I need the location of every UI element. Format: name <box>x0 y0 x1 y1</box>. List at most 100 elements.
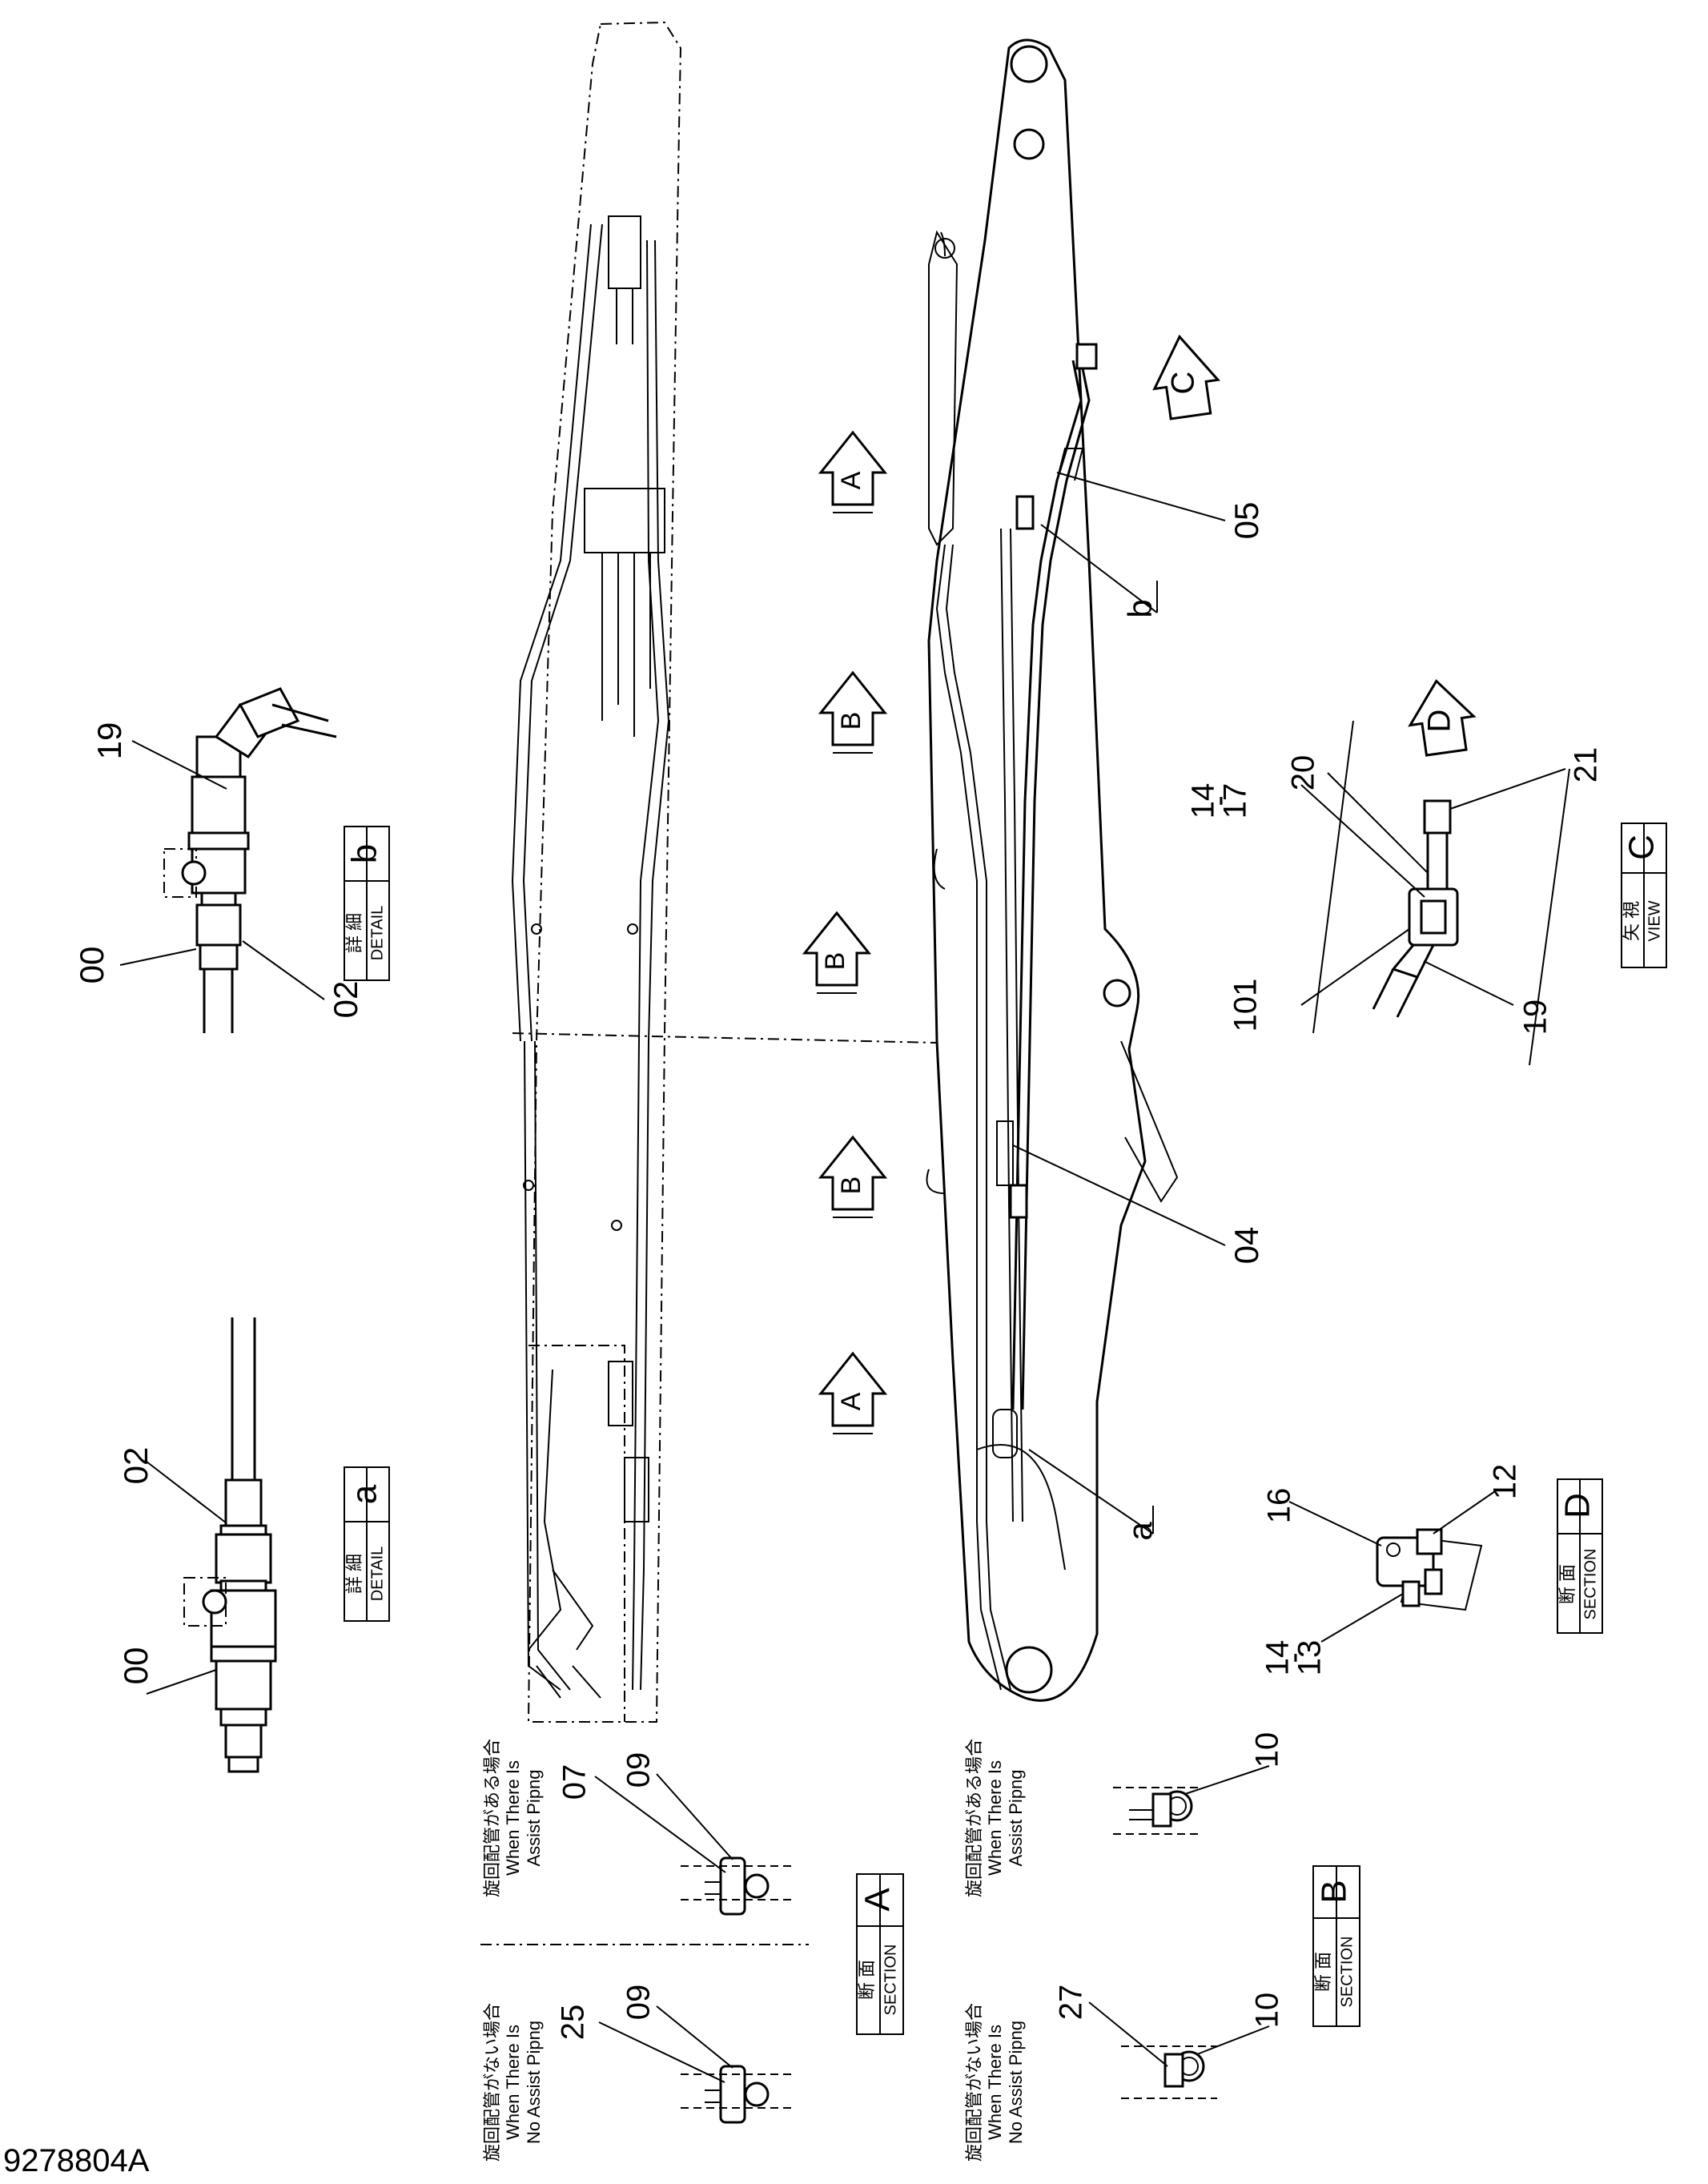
section-d-leaders <box>1288 1489 1498 1643</box>
section-b-en: SECTION <box>1338 1937 1356 2008</box>
view-c-label: 矢 視 VIEW C <box>1621 823 1667 968</box>
callout-sa-09-without: 09 <box>621 1985 657 2021</box>
arrow-a-top-letter: A <box>836 471 866 489</box>
callout-main-04: 04 <box>1228 1227 1265 1265</box>
callout-d-dash: - <box>1276 1652 1312 1663</box>
detail-b-letter: b <box>345 844 384 863</box>
callout-sb-10-with: 10 <box>1250 1732 1285 1768</box>
section-arrow-a-bottom: A <box>818 1351 888 1434</box>
section-b-letter: B <box>1315 1880 1354 1903</box>
sa-with-en2: Assist Pipng <box>524 1769 544 1866</box>
callout-detail-b-19: 19 <box>90 722 128 760</box>
callout-c-14: 14 <box>1186 783 1221 819</box>
section-d-illustration <box>1376 1528 1483 1611</box>
detail-b-jp: 詳 細 <box>344 913 364 953</box>
callout-d-14: 14 <box>1260 1640 1296 1676</box>
callout-detail-b-00: 00 <box>73 947 111 984</box>
arrow-b-1-letter: B <box>836 712 866 730</box>
section-a-jp: 断 面 <box>857 1960 877 2000</box>
view-c-letter: C <box>1622 835 1662 860</box>
drawing-number: 9278804A <box>3 2143 150 2178</box>
callout-main-05: 05 <box>1228 502 1265 540</box>
section-b-with-illustration <box>1113 1787 1201 1835</box>
section-a-notes: 旋回配管がある場合 When There Is Assist Pipng 旋回配… <box>482 1739 544 2162</box>
arrow-d-letter: D <box>1422 710 1457 733</box>
sb-without-jp: 旋回配管がない場合 <box>964 2003 984 2162</box>
detail-a-letter: a <box>345 1484 384 1504</box>
section-a-without-illustration <box>681 2065 793 2124</box>
callout-d-13: 13 <box>1292 1640 1328 1676</box>
section-b-leaders <box>1088 1765 1270 2067</box>
detail-a-illustration <box>183 1317 277 1773</box>
sb-with-en2: Assist Pipng <box>1006 1769 1026 1866</box>
section-b-jp: 断 面 <box>1313 1952 1333 1992</box>
callout-detail-b-02: 02 <box>327 981 364 1019</box>
detail-b-en: DETAIL <box>368 906 386 961</box>
callout-detail-a-02: 02 <box>117 1447 155 1485</box>
view-c-leaders <box>1300 768 1566 1006</box>
arrow-c-letter: C <box>1166 372 1201 395</box>
section-d-en: SECTION <box>1581 1549 1599 1620</box>
callout-c-20: 20 <box>1286 755 1321 791</box>
section-arrow-b-3: B <box>818 1135 888 1218</box>
detail-b-label: 詳 細 DETAIL b <box>344 826 390 981</box>
callout-detail-a-00: 00 <box>117 1647 155 1685</box>
section-b-notes: 旋回配管がある場合 When There Is Assist Pipng 旋回配… <box>964 1739 1026 2162</box>
section-b-label: 断 面 SECTION B <box>1312 1865 1360 2027</box>
callout-sa-09-with: 09 <box>621 1752 657 1788</box>
section-d-jp: 断 面 <box>1557 1564 1577 1604</box>
callout-c-17: 17 <box>1218 783 1253 819</box>
section-arrow-a-top: A <box>818 430 888 513</box>
section-a-letter: A <box>858 1888 898 1912</box>
sb-with-en1: When There Is <box>985 1760 1005 1876</box>
arrow-a-bottom-letter: A <box>836 1392 866 1410</box>
section-a-en: SECTION <box>882 1945 899 2016</box>
view-arrow-c: C <box>1152 334 1220 420</box>
callout-d-16: 16 <box>1262 1488 1297 1524</box>
main-leaders <box>1012 472 1226 1534</box>
detail-b-illustration <box>163 687 337 1033</box>
view-c-jp: 矢 視 <box>1622 901 1642 941</box>
boom-pipes <box>1009 343 1098 1410</box>
arm-assembly-outline <box>511 21 682 1723</box>
callout-c-dash: - <box>1202 795 1237 806</box>
section-a-leaders <box>594 1773 733 2083</box>
section-d-label: 断 面 SECTION D <box>1557 1478 1603 1634</box>
callout-sa-25: 25 <box>556 2005 591 2041</box>
callout-sa-07: 07 <box>557 1764 593 1800</box>
detail-a-leaders <box>146 1461 227 1695</box>
alignment-line <box>512 1032 938 1044</box>
sb-without-en2: No Assist Pipng <box>1006 2021 1026 2144</box>
section-arrow-b-2: B <box>802 911 872 994</box>
detail-a-jp: 詳 細 <box>344 1554 364 1594</box>
sa-without-en1: When There Is <box>503 2025 523 2140</box>
callout-c-19: 19 <box>1518 999 1553 1036</box>
view-c-en: VIEW <box>1646 900 1663 941</box>
sa-without-jp: 旋回配管がない場合 <box>482 2003 502 2162</box>
section-arrow-d: D <box>1408 679 1477 757</box>
boom-assembly-outline <box>926 38 1179 1702</box>
arrow-b-2-letter: B <box>820 952 850 971</box>
view-c-illustration <box>1312 720 1570 1066</box>
sa-without-en2: No Assist Pipng <box>524 2021 544 2144</box>
detail-a-en: DETAIL <box>368 1546 386 1602</box>
callout-c-21: 21 <box>1569 747 1604 783</box>
section-a-label: 断 面 SECTION A <box>856 1873 904 2035</box>
arrow-b-3-letter: B <box>836 1176 866 1195</box>
detail-b-leaders <box>119 740 325 1000</box>
section-a-with-illustration <box>681 1856 793 1916</box>
callout-sb-27: 27 <box>1054 1985 1089 2021</box>
callout-c-101: 101 <box>1228 979 1264 1032</box>
sb-with-jp: 旋回配管がある場合 <box>964 1739 984 1897</box>
callout-sb-10-without: 10 <box>1250 1993 1285 2029</box>
callout-main-b: b <box>1121 599 1159 617</box>
sa-with-jp: 旋回配管がある場合 <box>482 1739 502 1897</box>
sb-without-en1: When There Is <box>985 2025 1005 2140</box>
callout-main-a: a <box>1121 1522 1159 1541</box>
callout-d-12: 12 <box>1488 1464 1523 1500</box>
section-arrow-b-1: B <box>818 670 888 754</box>
section-d-letter: D <box>1558 1493 1597 1518</box>
sa-with-en1: When There Is <box>503 1760 523 1876</box>
detail-a-label: 詳 細 DETAIL a <box>344 1466 390 1622</box>
